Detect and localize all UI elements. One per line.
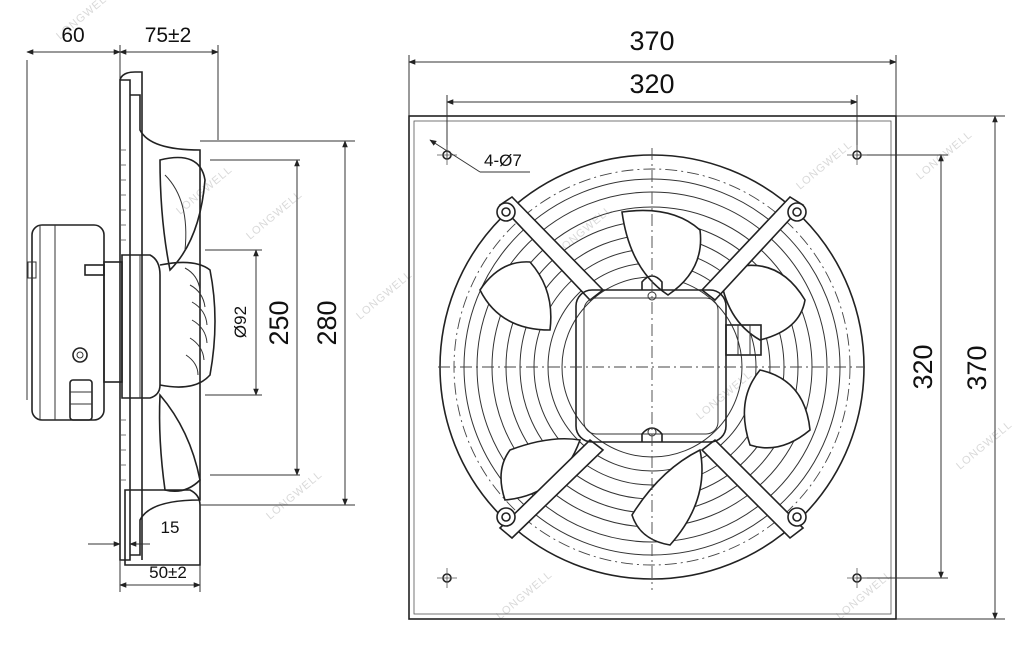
front-view: 370 320 370 320 4-Ø7 — [408, 26, 1005, 620]
fan-blades — [479, 209, 811, 546]
dim-50-label: 50±2 — [149, 563, 187, 582]
fan-hub — [121, 254, 161, 399]
dim-320-top-label: 320 — [629, 69, 674, 99]
motor-box — [575, 289, 727, 443]
dim-370-top-label: 370 — [629, 26, 674, 56]
dim-280-label: 280 — [312, 300, 342, 345]
watermark-text: LONGWELL — [244, 189, 305, 243]
watermark-text: LONGWELL — [794, 139, 855, 193]
square-plate — [408, 115, 897, 620]
watermark-text: LONGWELL — [954, 419, 1015, 473]
dim-60-label: 60 — [61, 24, 84, 47]
cable-gland — [69, 379, 93, 421]
mounting-plate — [119, 79, 131, 561]
venturi-ring — [130, 94, 201, 556]
fan-blade-side — [159, 156, 206, 272]
dim-92-label: Ø92 — [231, 306, 250, 338]
motor-body — [31, 224, 105, 421]
guard-struts — [496, 195, 807, 540]
watermark-text: LONGWELL — [354, 269, 415, 323]
watermark-text: LONGWELL — [264, 469, 325, 523]
dim-370-right-label: 370 — [962, 345, 992, 390]
dim-15-label: 15 — [161, 518, 180, 537]
side-gland — [725, 324, 762, 356]
dim-75-label: 75±2 — [145, 24, 192, 47]
holes-label: 4-Ø7 — [484, 151, 522, 170]
side-view: 60 75±2 — [26, 24, 355, 592]
dim-320-right-label: 320 — [908, 344, 938, 389]
dim-250-label: 250 — [264, 300, 294, 345]
